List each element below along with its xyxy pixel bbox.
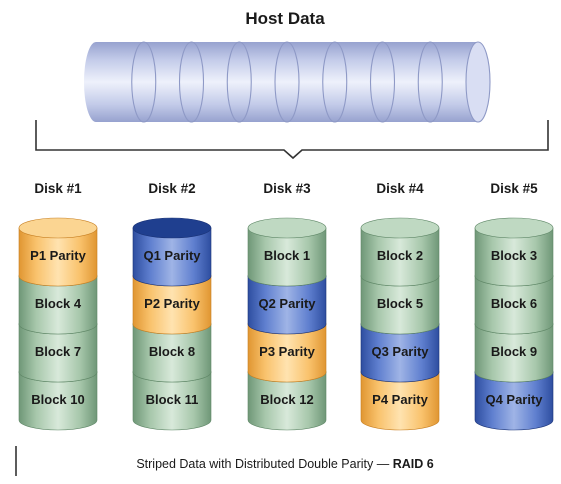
disk-block-top [247,217,327,239]
disk-block-label: Block 1 [264,248,310,263]
disk-block-label: Q1 Parity [143,248,201,263]
caption-text: Striped Data with Distributed Double Par… [136,457,392,471]
disk-block-label: Block 7 [35,344,81,359]
disk-block-body [474,323,554,383]
disk-block-body [247,323,327,383]
host-cylinder-left-end [84,42,108,122]
disk-block-label: Q4 Parity [485,392,543,407]
disk-block-label: Block 11 [146,392,199,407]
disk-block-body [18,275,98,335]
disk-block-body [132,323,212,383]
disk-block: Block 2 [360,217,440,287]
disk-block-label: Block 9 [491,344,537,359]
disk-block-label: Block 6 [491,296,537,311]
disk-block-body [247,371,327,431]
disk-label: Disk #5 [490,181,538,196]
host-segment-divider [131,41,157,123]
disk-block-body [132,371,212,431]
disk-block-body [360,371,440,431]
host-segment-divider [322,41,348,123]
disk-block-body [474,227,554,287]
disk-block-body [18,227,98,287]
disk-block: Block 3 [474,217,554,287]
disk-label: Disk #4 [376,181,424,196]
disk-stack-3: Block 12 P3 Parity Q2 Parity Block 1 [247,217,327,431]
disk-block-top [360,217,440,239]
host-segment-divider [274,41,300,123]
host-segment-divider [417,41,443,123]
disk-block-body [474,371,554,431]
host-segment-divider [226,41,252,123]
disk-block-label: Block 4 [35,296,82,311]
disk-block-body [18,371,98,431]
disk-stack-4: P4 Parity Q3 Parity Block 5 Block 2 [360,217,440,431]
disk-block: Block 1 [247,217,327,287]
disk-block: P1 Parity [18,217,98,287]
disk-label: Disk #2 [148,181,195,196]
disk-labels: Disk #1 Disk #2 Disk #3 Disk #4 Disk #5 [34,181,538,196]
disk-block: Q1 Parity [132,217,212,287]
disk-block-body [132,275,212,335]
caption-raid-level: RAID 6 [393,457,434,471]
disk-block-body [18,323,98,383]
disk-block-body [474,275,554,335]
caption: Striped Data with Distributed Double Par… [136,457,433,471]
disk-block-label: Block 10 [31,392,84,407]
disk-block-label: Block 12 [260,392,313,407]
disk-block-label: P2 Parity [144,296,200,311]
disk-block-top [132,217,212,239]
disk-block-body [132,227,212,287]
disk-block-body [247,227,327,287]
host-cylinder-body [96,42,478,122]
disk-block-top [474,217,554,239]
host-segment-divider [178,41,205,123]
disk-block-label: P4 Parity [372,392,428,407]
disk-block-label: P3 Parity [259,344,315,359]
host-segment-divider [369,41,396,123]
host-data-title: Host Data [245,9,325,28]
disk-block-label: Block 3 [491,248,537,263]
disk-block-label: P1 Parity [30,248,86,263]
host-data-cylinder [84,41,491,123]
distribution-bracket [35,120,549,160]
disk-block-top [18,217,98,239]
disk-block-label: Block 8 [149,344,195,359]
disk-block-body [247,275,327,335]
disk-block-label: Block 2 [377,248,423,263]
disk-block-label: Q2 Parity [258,296,316,311]
disk-block-label: Q3 Parity [371,344,429,359]
host-segment-divider [465,41,491,123]
disk-stack-1: Block 10 Block 7 Block 4 P1 Parity [18,217,98,431]
disk-label: Disk #1 [34,181,82,196]
disk-block-body [360,323,440,383]
disk-block-body [360,227,440,287]
disk-stack-2: Block 11 Block 8 P2 Parity Q1 Parity [132,217,212,431]
disk-block-label: Block 5 [377,296,423,311]
disk-stack-5: Q4 Parity Block 9 Block 6 Block 3 [474,217,554,431]
disk-block-body [360,275,440,335]
disk-label: Disk #3 [263,181,311,196]
